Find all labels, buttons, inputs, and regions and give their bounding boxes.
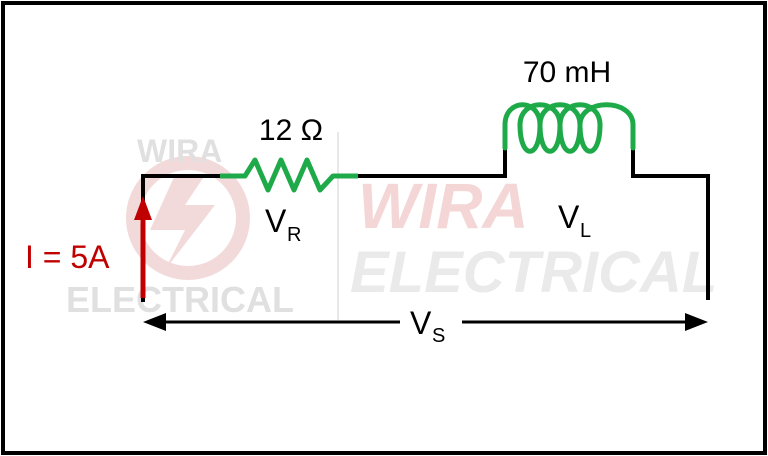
source-voltage-subscript: S: [432, 325, 445, 347]
current-arrow: [134, 196, 152, 298]
inductor-symbol: [502, 102, 636, 154]
source-voltage-label: V S: [410, 305, 445, 347]
watermark-logo: WIRA ELECTRICAL WIRA ELECTRICAL: [66, 132, 717, 320]
inductor-voltage-subscript: L: [580, 220, 591, 242]
watermark-text-small-1: WIRA: [137, 133, 222, 169]
inductor-voltage-symbol: V: [558, 199, 580, 235]
right-wire: [631, 146, 710, 300]
middle-wire: [356, 146, 507, 178]
resistor-voltage-symbol: V: [265, 203, 287, 239]
resistor-symbol: [220, 157, 358, 193]
resistor-voltage-subscript: R: [287, 224, 301, 246]
inductor-voltage-label: V L: [558, 199, 591, 242]
source-voltage-symbol: V: [410, 305, 432, 341]
inductor-value-label: 70 mH: [523, 56, 611, 89]
source-voltage-arrow: [143, 313, 708, 331]
watermark-text-small-2: ELECTRICAL: [66, 279, 294, 320]
resistor-voltage-label: V R: [265, 203, 301, 246]
resistor-value-label: 12 Ω: [259, 114, 323, 147]
watermark-text-big-2: ELECTRICAL: [350, 240, 717, 305]
watermark-text-big-1: WIRA: [358, 170, 529, 242]
current-label: I = 5A: [25, 239, 110, 275]
